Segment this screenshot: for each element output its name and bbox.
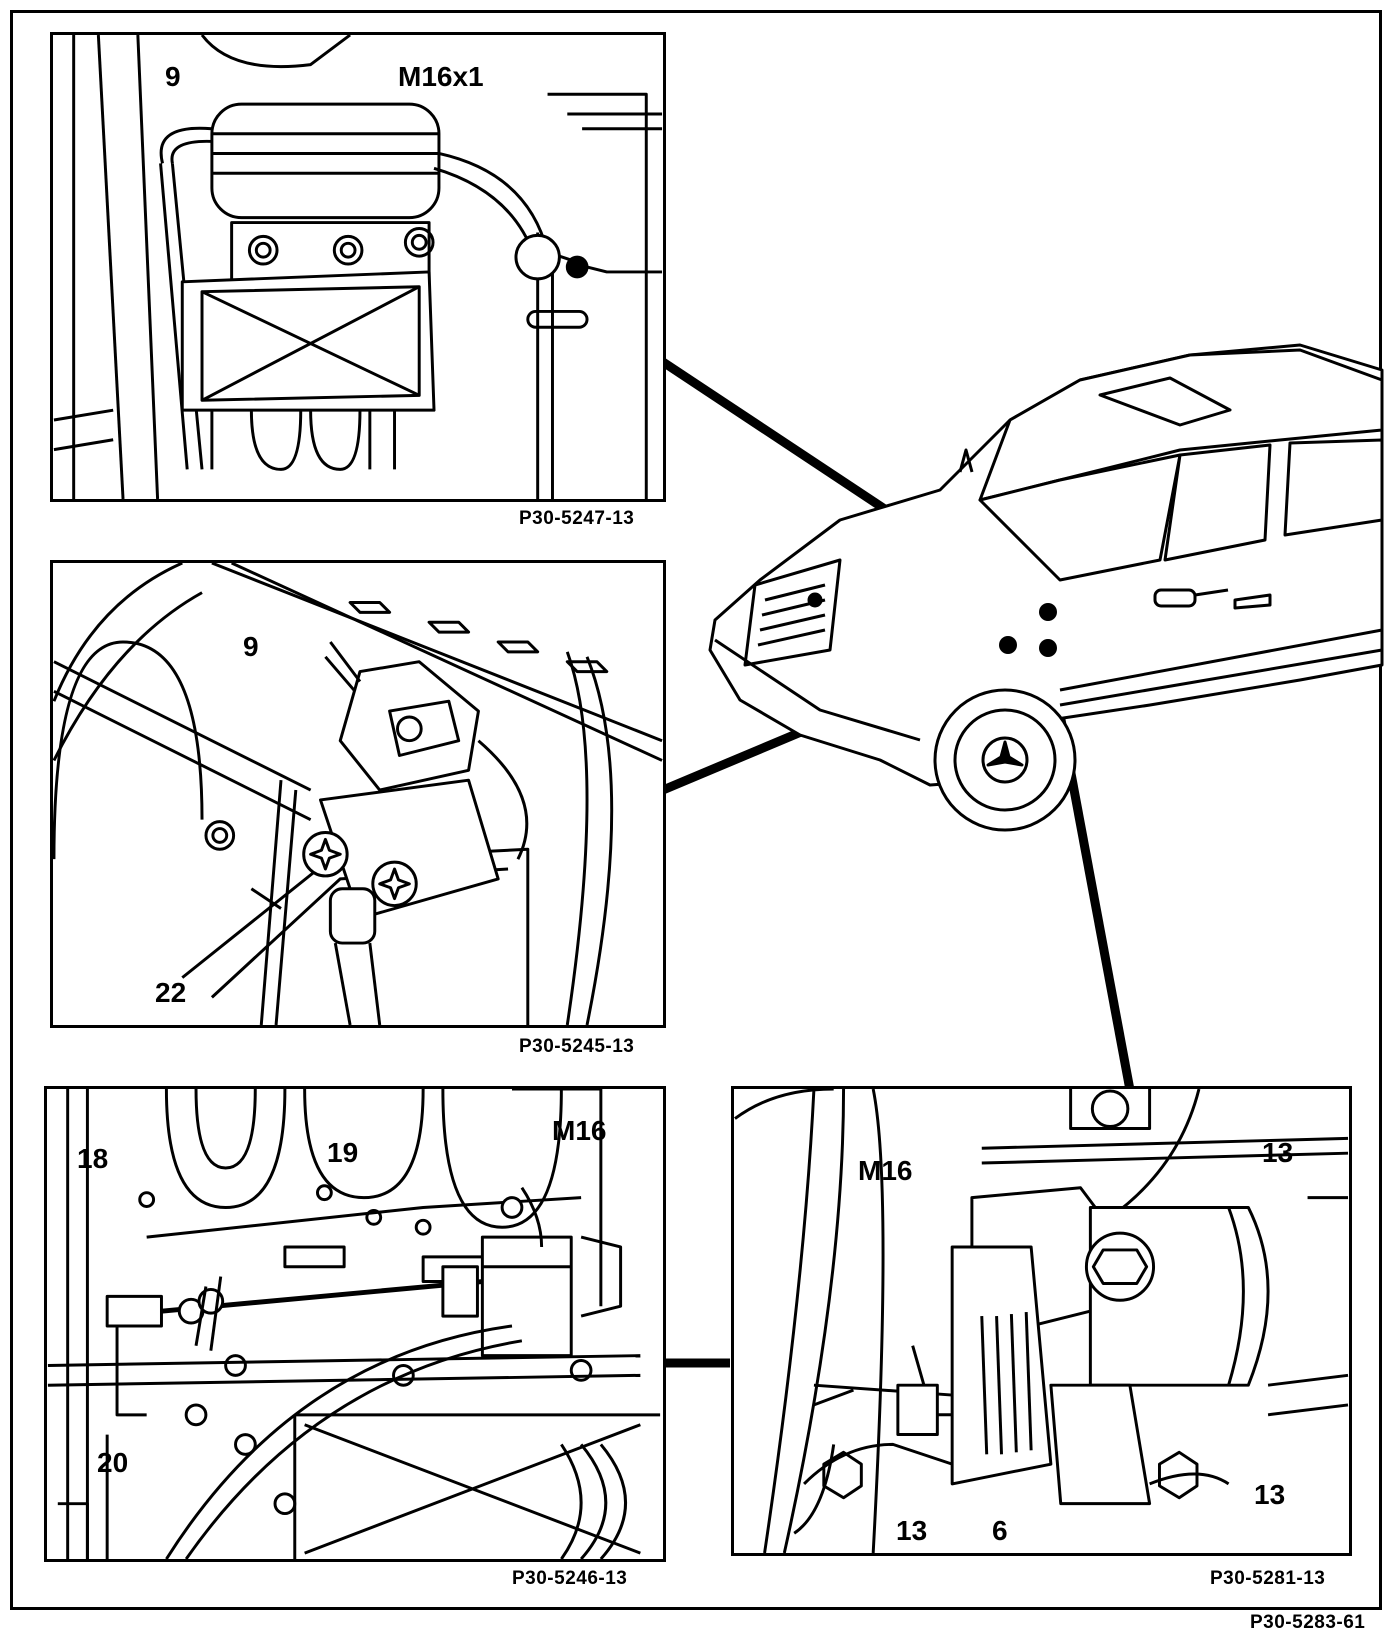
panel-bottom-right-code: P30-5281-13: [1210, 1568, 1326, 1589]
panel-bottom-left-drawing: [47, 1089, 661, 1559]
figure-code: P30-5283-61: [1250, 1612, 1366, 1633]
label-13-top: 13: [1262, 1137, 1294, 1168]
label-hose-9: 9: [165, 61, 181, 92]
label-13-right: 13: [1254, 1479, 1286, 1510]
label-part-m16x1: M16x1: [398, 61, 484, 92]
label-hose-9: 9: [243, 631, 259, 662]
panel-top-code: P30-5247-13: [519, 508, 635, 529]
figure-frame: [10, 10, 1382, 1610]
label-18: 18: [77, 1143, 109, 1174]
label-6: 6: [992, 1515, 1008, 1546]
panel-middle-code: P30-5245-13: [519, 1036, 635, 1057]
panel-middle: 9 22: [50, 560, 666, 1028]
panel-top: 9 M16x1: [50, 32, 666, 502]
label-13-left: 13: [896, 1515, 928, 1546]
label-19: 19: [327, 1137, 359, 1168]
label-20: 20: [97, 1447, 129, 1478]
label-m16: M16: [552, 1115, 607, 1146]
panel-middle-drawing: [53, 563, 663, 1025]
panel-bottom-left-code: P30-5246-13: [512, 1568, 628, 1589]
panel-top-drawing: [53, 35, 663, 499]
panel-bottom-right-drawing: [734, 1089, 1349, 1553]
panel-bottom-left: 18 19 20 M16: [44, 1086, 666, 1562]
label-screw-22: 22: [155, 977, 187, 1008]
label-m16: M16: [858, 1155, 913, 1186]
panel-bottom-right: M16 13 13 13 6: [731, 1086, 1352, 1556]
